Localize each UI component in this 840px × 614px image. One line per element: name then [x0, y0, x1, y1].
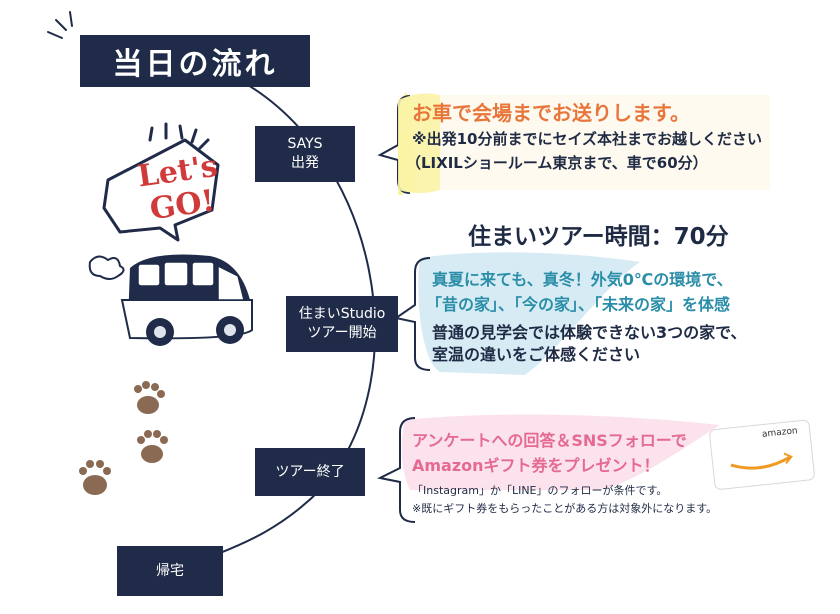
- step-return-home-line1: 帰宅: [156, 562, 184, 579]
- bubble3-small2: ※既にギフト券をもらったことがある方は対象外になります。: [412, 502, 718, 515]
- bus-illustration: [88, 254, 253, 346]
- bubble3-pink2: Amazonギフト券をプレゼント！: [412, 456, 660, 475]
- step-depart-line2: 出発: [291, 155, 319, 171]
- bubble1-line1: ※出発10分前までにセイズ本社までお越しください: [412, 130, 763, 148]
- step-tour-start-line2: ツアー開始: [307, 325, 377, 341]
- step-depart-line1: SAYS: [287, 136, 323, 152]
- bubble3-small1: 「Instagram」か「LINE」のフォローが条件です。: [412, 484, 668, 497]
- bubble2-teal2: 「昔の家」、「今の家」、「未来の家」を体感: [426, 295, 731, 314]
- sparkle-icon: [47, 11, 73, 39]
- bubble-1-shape: [377, 92, 770, 196]
- bubble1-headline: お車で会場までお送りします。: [412, 101, 690, 125]
- bubble1-line2: （LIXILショールーム東京まで、車で60分）: [406, 154, 708, 172]
- paw-prints: [79, 381, 168, 495]
- step-tour-end: ツアー終了: [255, 448, 365, 496]
- gift-card-icon: [709, 419, 815, 490]
- step-return-home: 帰宅: [117, 546, 223, 596]
- step-depart: SAYS 出発: [255, 126, 355, 182]
- tour-time: 住まいツアー時間：70分: [468, 224, 729, 250]
- bubble-3-shape: [376, 414, 720, 523]
- step-tour-start-line1: 住まいStudio: [298, 306, 386, 322]
- bubble2-navy1: 普通の見学会では体験できない3つの家で、: [432, 323, 747, 342]
- page-title: 当日の流れ: [80, 35, 310, 87]
- step-tour-end-line1: ツアー終了: [275, 463, 345, 480]
- lets-go-bubble: [102, 122, 220, 242]
- bubble2-navy2: 室温の違いをご体感ください: [432, 345, 641, 364]
- bubble2-teal1: 真夏に来ても、真冬！外気0℃の環境で、: [432, 270, 733, 289]
- step-tour-start: 住まいStudio ツアー開始: [286, 296, 398, 352]
- bubble3-pink1: アンケートへの回答＆SNSフォローで: [412, 431, 687, 450]
